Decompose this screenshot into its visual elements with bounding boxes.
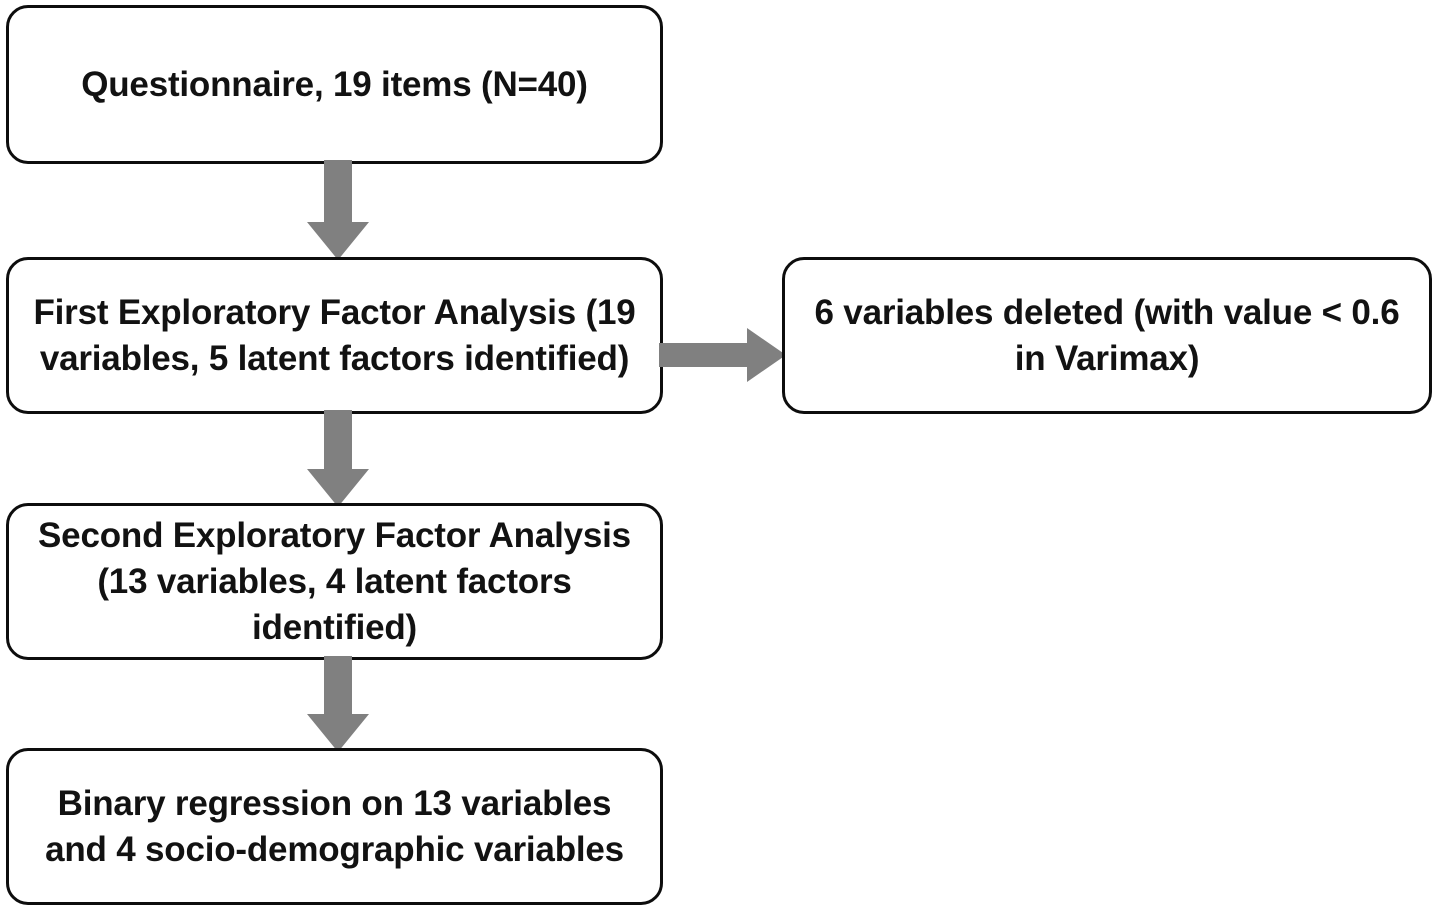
arrow-second-efa-to-binary-regression xyxy=(307,656,369,752)
node-second-efa-label: Second Exploratory Factor Analysis (13 v… xyxy=(38,515,631,647)
arrow-first-efa-to-variables-deleted xyxy=(659,328,786,382)
node-binary-regression-label: Binary regression on 13 variables and 4 … xyxy=(45,783,624,869)
node-first-exploratory-factor-analysis[interactable]: First Exploratory Factor Analysis (19 va… xyxy=(6,257,663,414)
node-variables-deleted-label: 6 variables deleted (with value < 0.6 in… xyxy=(814,292,1400,378)
node-first-efa-label: First Exploratory Factor Analysis (19 va… xyxy=(33,292,636,378)
node-variables-deleted[interactable]: 6 variables deleted (with value < 0.6 in… xyxy=(782,257,1432,414)
arrow-first-efa-to-second-efa xyxy=(307,410,369,507)
node-questionnaire-label: Questionnaire, 19 items (N=40) xyxy=(81,64,588,104)
node-binary-regression[interactable]: Binary regression on 13 variables and 4 … xyxy=(6,748,663,905)
down-arrow-icon xyxy=(307,656,369,752)
node-questionnaire[interactable]: Questionnaire, 19 items (N=40) xyxy=(6,5,663,164)
right-arrow-icon xyxy=(659,328,786,382)
down-arrow-icon xyxy=(307,410,369,507)
down-arrow-icon xyxy=(307,160,369,260)
arrow-questionnaire-to-first-efa xyxy=(307,160,369,260)
node-second-exploratory-factor-analysis[interactable]: Second Exploratory Factor Analysis (13 v… xyxy=(6,503,663,660)
